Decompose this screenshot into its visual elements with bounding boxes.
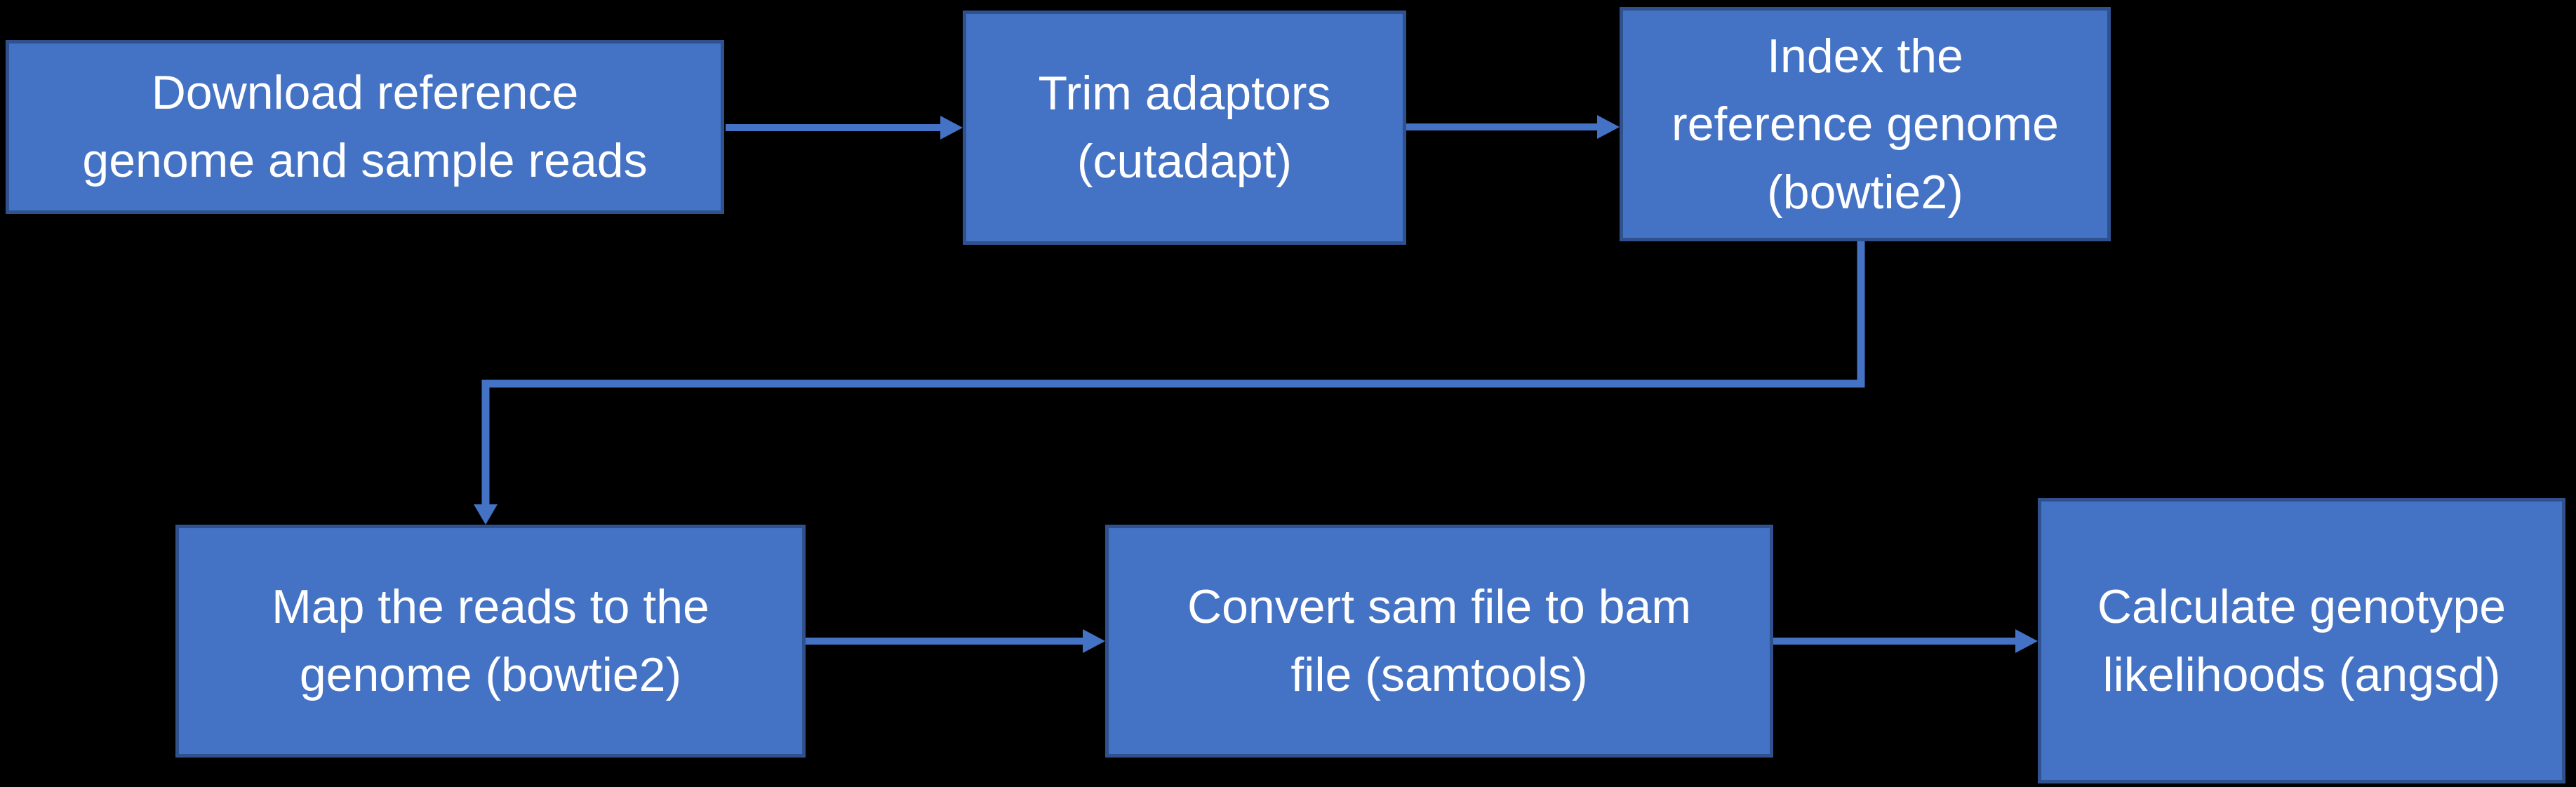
arrow-download-to-trim xyxy=(726,116,963,140)
node-map-reads: Map the reads to the genome (bowtie2) xyxy=(175,525,806,758)
node-download-reference-label: Download reference genome and sample rea… xyxy=(82,66,648,187)
arrow-convert-to-likelihoods xyxy=(1773,629,2038,653)
node-trim-adaptors-label: Trim adaptors (cutadapt) xyxy=(1038,67,1331,188)
node-trim-adaptors: Trim adaptors (cutadapt) xyxy=(963,11,1406,245)
arrow-trim-to-index xyxy=(1406,115,1620,139)
node-convert-sam-to-bam-label: Convert sam file to bam file (samtools) xyxy=(1187,580,1692,701)
node-map-reads-label: Map the reads to the genome (bowtie2) xyxy=(272,580,709,701)
node-convert-sam-to-bam: Convert sam file to bam file (samtools) xyxy=(1105,525,1773,758)
node-download-reference: Download reference genome and sample rea… xyxy=(6,40,724,214)
arrow-map-to-convert xyxy=(806,629,1105,653)
arrow-index-to-map-elbow xyxy=(474,241,1865,525)
node-calculate-genotype-likelihoods-label: Calculate genotype likelihoods (angsd) xyxy=(2097,579,2507,701)
node-index-reference-genome-label: Index the reference genome (bowtie2) xyxy=(1671,29,2059,219)
node-calculate-genotype-likelihoods: Calculate genotype likelihoods (angsd) xyxy=(2038,498,2565,783)
node-index-reference-genome: Index the reference genome (bowtie2) xyxy=(1620,7,2111,241)
